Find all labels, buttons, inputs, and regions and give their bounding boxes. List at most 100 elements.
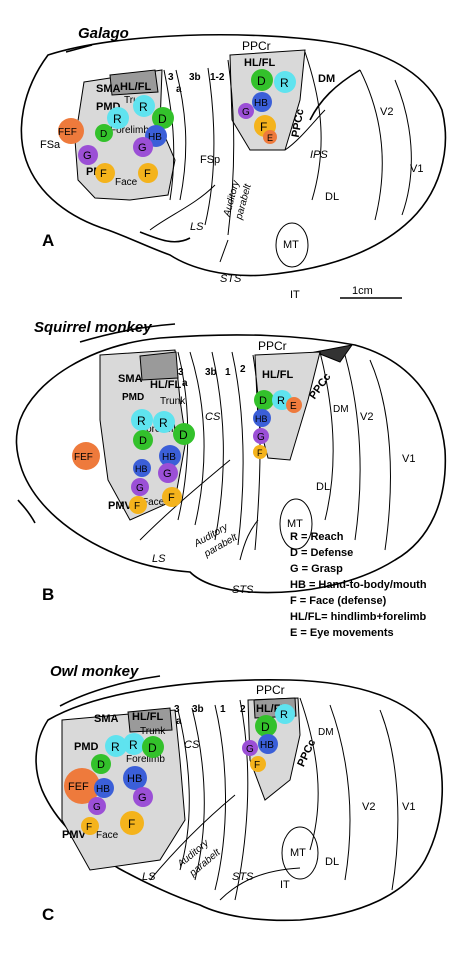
domain-defense (133, 430, 153, 450)
v1-label: V1 (402, 453, 415, 465)
legend: R = Reach D = Defense G = Grasp HB = Han… (290, 531, 427, 639)
face-label: Face (115, 177, 138, 188)
ls-label: LS (190, 221, 204, 233)
legend-item: HB = Hand-to-body/mouth (290, 579, 427, 591)
domain-grasp (242, 740, 258, 756)
domain-label-d: D (139, 435, 147, 447)
pmd-label: PMD (74, 741, 99, 753)
pmv-label: PMV (108, 500, 133, 512)
domain-defense (251, 69, 273, 91)
domain-label-hb: HB (135, 464, 148, 474)
ppcr-label: PPCr (242, 39, 271, 53)
domain-grasp (238, 103, 254, 119)
sma-label: SMA (94, 713, 119, 725)
sma-label: SMA (118, 373, 143, 385)
panel-letter: A (42, 231, 54, 250)
fef-label: FEF (68, 781, 89, 793)
domain-label-r: R (137, 414, 146, 428)
domain-face (120, 811, 144, 835)
domain-label-e: E (267, 133, 273, 143)
domain-hand-to-body (133, 459, 151, 477)
domain-reach (133, 95, 155, 117)
panel-title: Owl monkey (50, 663, 139, 680)
domain-fef (72, 442, 100, 470)
v2-label: V2 (360, 411, 373, 423)
domain-defense (255, 715, 277, 737)
area3a-label: a (176, 716, 182, 727)
legend-item: HL/FL= hindlimb+forelimb (290, 611, 427, 623)
area3b-label: 3b (192, 704, 204, 715)
domain-label-g: G (242, 107, 250, 118)
mt-label: MT (283, 239, 299, 251)
domain-grasp (88, 797, 106, 815)
domain-label-d: D (179, 428, 188, 442)
domain-label-hb: HB (162, 452, 176, 463)
domain-reach (131, 409, 153, 431)
v2-label: V2 (380, 106, 393, 118)
legend-item: R = Reach (290, 531, 344, 543)
domain-label-f: F (144, 168, 151, 180)
domain-label-f: F (100, 168, 107, 180)
domain-reach (123, 733, 145, 755)
fsp-label: FSp (200, 154, 220, 166)
sma-label: SMA (96, 83, 121, 95)
domain-label-r: R (139, 100, 148, 114)
domain-label-hb: HB (127, 773, 142, 785)
domain-hand-to-body (94, 778, 114, 798)
domain-label-d: D (100, 129, 107, 140)
domain-label-f: F (254, 760, 260, 771)
dl-label: DL (316, 481, 330, 493)
area3-label: 3 (178, 367, 184, 378)
domain-label-hb: HB (260, 740, 274, 751)
mt-label: MT (287, 518, 303, 530)
hlfl-label: HL/FL (262, 369, 293, 381)
domain-grasp (78, 145, 98, 165)
domain-label-g: G (138, 142, 147, 154)
panel-letter: B (42, 585, 54, 604)
fsa-label: FSa (40, 139, 61, 151)
domain-label-d: D (257, 74, 266, 88)
panel-letter: C (42, 905, 54, 924)
panel-owl-monkey: Owl monkey C PPCr HL/FL PPCc DM V2 V1 MT… (35, 663, 443, 924)
domain-label-f: F (86, 822, 92, 833)
domain-label-hb: HB (148, 132, 162, 143)
face-label: Face (96, 830, 119, 841)
ppcr-label: PPCr (258, 339, 287, 353)
cs-label: CS (205, 411, 221, 423)
domain-eye-movements (286, 397, 302, 413)
hlfl-motor-label: HL/FL (132, 711, 163, 723)
area2-label: 2 (240, 364, 246, 375)
domain-label-r: R (280, 76, 289, 90)
area2-label: 2 (240, 704, 246, 715)
domain-grasp (133, 787, 153, 807)
domain-fef (58, 118, 84, 144)
trunk-label: Trunk (160, 396, 186, 407)
legend-item: D = Defense (290, 547, 353, 559)
domain-label-d: D (97, 759, 105, 771)
domain-defense (142, 736, 164, 758)
area1-label: 1 (225, 367, 231, 378)
domain-grasp (253, 428, 269, 444)
trunk-label: Trunk (140, 726, 166, 737)
domain-fef (64, 768, 100, 804)
face-label: Face (142, 497, 165, 508)
it-label: IT (290, 289, 300, 301)
sts-label: STS (232, 584, 254, 596)
domain-grasp (133, 137, 153, 157)
domain-defense (173, 423, 195, 445)
domain-label-r: R (159, 416, 168, 430)
v1-label: V1 (410, 163, 423, 175)
fef-label: FEF (74, 452, 93, 463)
area3-label: 3 (168, 72, 174, 83)
domain-label-r: R (280, 709, 288, 721)
legend-item: G = Grasp (290, 563, 343, 575)
domain-label-d: D (259, 395, 267, 407)
domain-hand-to-body (159, 445, 181, 467)
hlfl-label: HL/FL (244, 57, 275, 69)
ppcc-label: PPCc (290, 108, 307, 138)
scale-bar-label: 1cm (352, 285, 373, 297)
domain-label-r: R (113, 112, 122, 126)
domain-label-g: G (136, 483, 144, 494)
fef-label: FEF (58, 127, 77, 138)
